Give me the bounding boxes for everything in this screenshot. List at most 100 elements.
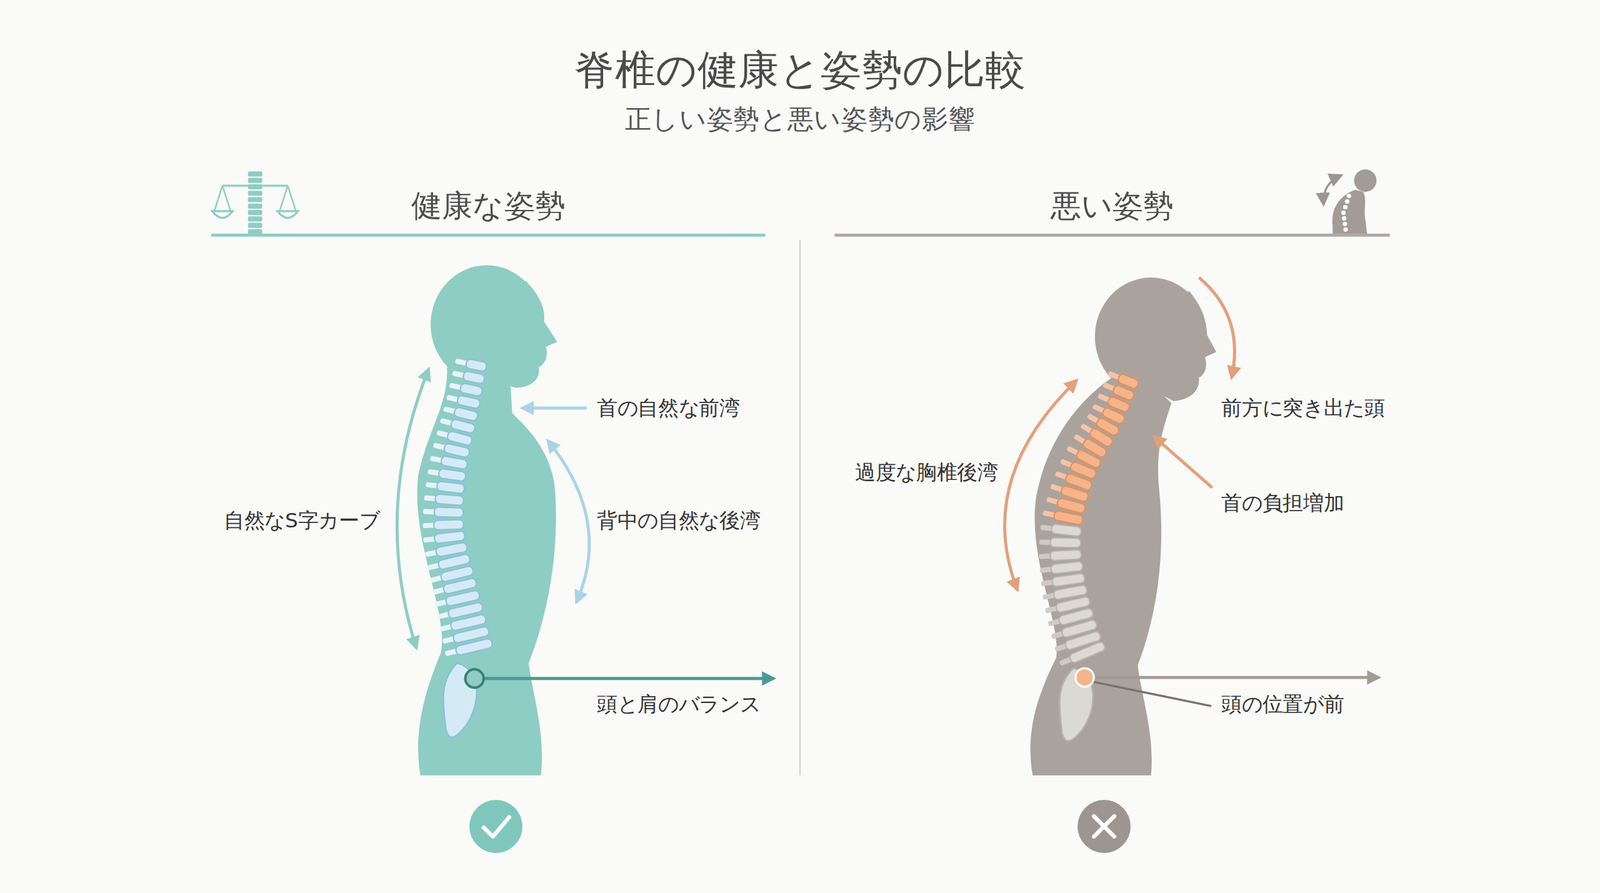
vertebra: [425, 480, 465, 494]
vertebra: [445, 392, 481, 409]
body-silhouette: [1030, 377, 1172, 776]
icon-vertebra: [248, 190, 263, 196]
healthy-figure: [417, 265, 558, 775]
scale-string: [279, 185, 296, 212]
annotation-arrow: [1093, 676, 1379, 680]
icon-vertebra: [248, 216, 263, 222]
icon-vertebra: [1343, 205, 1348, 210]
vertebra: [429, 453, 468, 470]
annotation-arrow: [483, 676, 774, 680]
icon-vertebra: [1341, 210, 1346, 215]
vertebra: [1039, 561, 1084, 575]
balance-point: [1075, 668, 1094, 687]
vertebra-body: [443, 443, 470, 459]
body-silhouette: [417, 367, 557, 776]
section-heading: 悪い姿勢: [1050, 185, 1175, 228]
vertebra: [454, 356, 488, 372]
icon-head: [1354, 169, 1377, 192]
vertebra: [427, 466, 467, 482]
section-band: 健康な姿勢: [211, 179, 766, 237]
annotation-label: 前方に突き出た頭: [1221, 395, 1385, 420]
vertebra-body: [434, 507, 464, 518]
annotation-label: 首の自然な前湾: [596, 395, 740, 420]
vertebra-body: [1050, 561, 1084, 575]
annotation-label: 頭と肩のバランス: [596, 691, 760, 717]
icon-vertebra: [248, 210, 263, 215]
poor-figure: [1030, 277, 1217, 776]
vertebra-body: [1051, 573, 1086, 587]
check-circle: [469, 800, 523, 854]
annotation-label: 首の負担増加: [1221, 490, 1344, 515]
face-profile: [1148, 290, 1217, 401]
scale-string: [214, 185, 231, 212]
vertebra: [423, 506, 464, 518]
vertebra-body: [433, 519, 464, 530]
vertebra-body: [435, 494, 464, 507]
vertebra: [451, 368, 485, 385]
icon-vertebra: [248, 223, 263, 229]
cross-mark: [1093, 816, 1115, 837]
vertebra-body: [433, 530, 465, 544]
vertebra-body: [465, 358, 488, 372]
icon-vertebra: [248, 229, 263, 235]
annotation-arrow: [1198, 277, 1235, 378]
icon-vertebra: [1343, 227, 1348, 232]
icon-vertebra: [1345, 199, 1350, 204]
vertebra: [1038, 549, 1082, 562]
vertebra: [435, 428, 473, 447]
annotation-label: 背中の自然な後湾: [596, 508, 760, 533]
cross-circle: [1077, 800, 1131, 854]
scale-pan: [212, 211, 234, 219]
vertebra: [1058, 641, 1107, 669]
annotation-label: 過度な胸椎後湾: [855, 460, 999, 485]
scale-pan: [277, 211, 299, 219]
divider-line: [799, 240, 801, 776]
icon-body: [1332, 190, 1368, 236]
vertebra: [1042, 508, 1084, 525]
vertebra-body: [1050, 537, 1081, 548]
icon-vertebra: [1346, 193, 1352, 199]
icon-arrow: [1323, 175, 1341, 205]
icon-vertebra: [248, 196, 263, 202]
vertebra-body: [438, 468, 467, 482]
vertebra: [1038, 537, 1081, 548]
icon-vertebra: [248, 171, 263, 177]
annotation-arrow: [396, 369, 429, 649]
face-profile: [490, 280, 558, 388]
subtitle: 正しい姿勢と悪い姿勢の影響: [625, 103, 975, 136]
section-heading: 健康な姿勢: [411, 185, 566, 228]
annotation-arrow: [1004, 380, 1077, 590]
vertebra-body: [436, 481, 465, 494]
balance-icon: [212, 171, 299, 235]
vertebra-body: [1051, 523, 1082, 537]
vertebra: [448, 380, 484, 397]
check-mark: [483, 817, 510, 837]
annotation-arrow: [1154, 436, 1213, 489]
vertebra: [439, 415, 476, 434]
vertebra-body: [459, 383, 483, 397]
vertebra-body: [440, 455, 469, 470]
annotation-arrow: [548, 440, 590, 602]
vertebra-body: [1068, 641, 1107, 665]
scale-beam: [222, 185, 288, 187]
vertebra-body: [1050, 549, 1082, 561]
vertebra: [1040, 522, 1082, 537]
icon-vertebra: [248, 203, 263, 209]
annotation-arrow: [522, 406, 587, 410]
vertebra: [423, 493, 464, 506]
vertebra: [444, 638, 494, 659]
section-band: 悪い姿勢: [835, 179, 1390, 237]
vertebra: [1045, 495, 1087, 515]
vertebra-body: [462, 370, 485, 385]
annotation-label: 頭の位置が前: [1221, 691, 1344, 717]
icon-vertebra: [248, 178, 263, 184]
vertebra: [432, 440, 470, 459]
vertebra-body: [1053, 510, 1084, 526]
leader-line: [1091, 681, 1212, 707]
vertebra-body: [455, 638, 494, 656]
icon-vertebra: [1342, 221, 1347, 227]
diagram-title: 脊椎の健康と姿勢の比較: [573, 45, 1026, 94]
icon-vertebra: [1341, 216, 1347, 221]
annotation-label: 自然なS字カーブ: [223, 508, 380, 533]
